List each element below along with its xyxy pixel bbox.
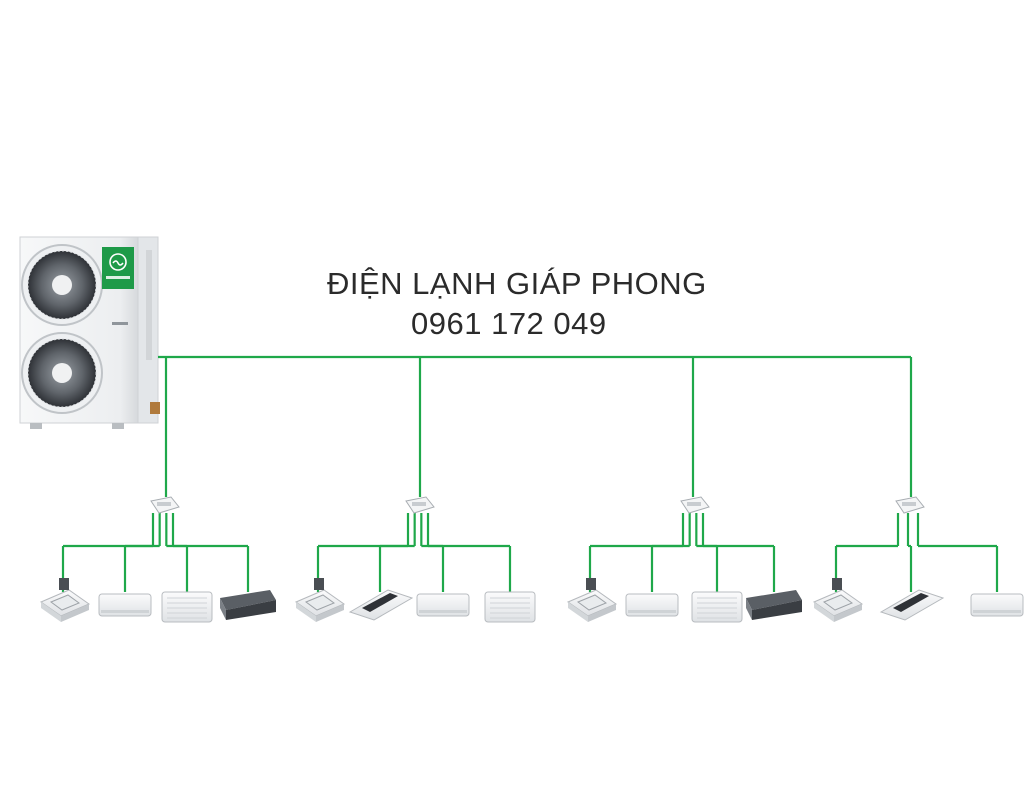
indoor-unit-floor-ceiling-icon	[161, 591, 213, 623]
branch-kit-icon	[680, 496, 710, 514]
branch-kit-icon	[895, 496, 925, 514]
indoor-unit-cassette-icon	[39, 578, 91, 622]
indoor-units	[39, 578, 1024, 623]
indoor-unit-floor-ceiling-icon	[691, 591, 743, 623]
fan-top-icon	[21, 244, 103, 326]
indoor-unit-cassette-icon	[294, 578, 346, 622]
indoor-unit-one-way-cassette-icon	[348, 589, 414, 621]
indoor-unit-wall-mounted-icon	[98, 593, 152, 617]
branch-kit-icon	[150, 496, 180, 514]
page-title: ĐIỆN LẠNH GIÁP PHONG	[327, 266, 707, 301]
phone-number: 0961 172 049	[411, 306, 607, 341]
indoor-unit-wall-mounted-icon	[970, 593, 1024, 617]
indoor-unit-ducted-icon	[220, 590, 276, 620]
outdoor-unit-icon	[19, 236, 160, 429]
brand-logo	[102, 247, 134, 289]
indoor-unit-cassette-icon	[566, 578, 618, 622]
indoor-unit-floor-ceiling-icon	[484, 591, 536, 623]
indoor-unit-wall-mounted-icon	[416, 593, 470, 617]
branch-kits	[150, 496, 925, 514]
indoor-unit-one-way-cassette-icon	[879, 589, 945, 621]
fan-bottom-icon	[21, 332, 103, 414]
pipe-network	[61, 355, 999, 592]
indoor-unit-ducted-icon	[746, 590, 802, 620]
indoor-unit-wall-mounted-icon	[625, 593, 679, 617]
indoor-unit-cassette-icon	[812, 578, 864, 622]
branch-kit-icon	[405, 496, 435, 514]
